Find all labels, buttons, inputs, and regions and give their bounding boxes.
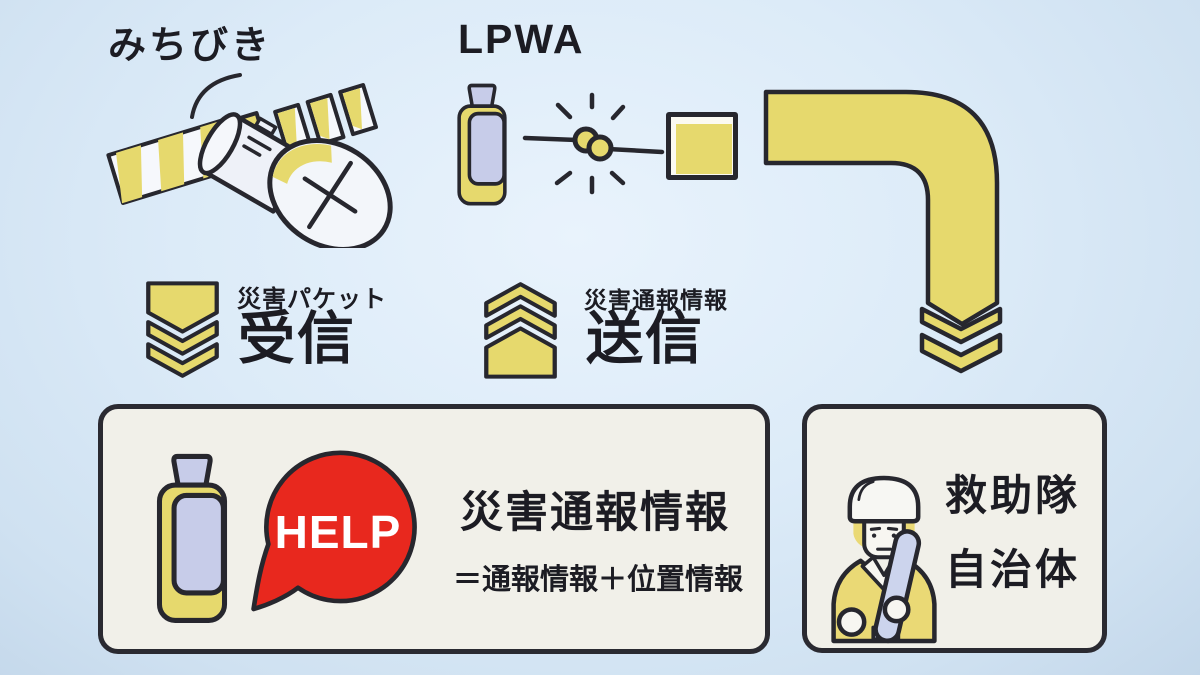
flow-elbow-arrow-icon (763, 89, 1003, 374)
rescue-worker-icon (831, 475, 937, 644)
receive-caption: 災害パケット (237, 286, 387, 313)
responders-panel: 救助隊 自治体 (802, 404, 1107, 653)
responder-team-label: 救助隊 (945, 472, 1081, 519)
receive-label: 受信 (238, 307, 356, 371)
speech-bubble-icon (251, 450, 417, 612)
send-label: 送信 (586, 307, 704, 371)
lpwa-label: LPWA (458, 16, 585, 62)
satellite-icon (106, 73, 393, 248)
chevrons-up-icon (482, 281, 559, 379)
gateway-node-icon (666, 112, 738, 180)
chevrons-down-icon (144, 281, 221, 379)
responder-government-label: 自治体 (945, 546, 1081, 593)
panel-title: 災害通報情報 (460, 489, 730, 537)
disaster-report-info-panel: HELP 災害通報情報 ＝通報情報＋位置情報 (98, 404, 770, 654)
panel-formula: ＝通報情報＋位置情報 (453, 564, 744, 596)
gateway-node-fill (676, 124, 732, 174)
help-bubble-text: HELP (274, 506, 402, 558)
beacon-device-icon (457, 83, 507, 206)
beacon-device-icon (155, 453, 229, 625)
send-caption: 災害通報情報 (584, 287, 728, 313)
michibiki-label: みちびき (108, 25, 273, 67)
wireless-link-icon (522, 92, 665, 195)
